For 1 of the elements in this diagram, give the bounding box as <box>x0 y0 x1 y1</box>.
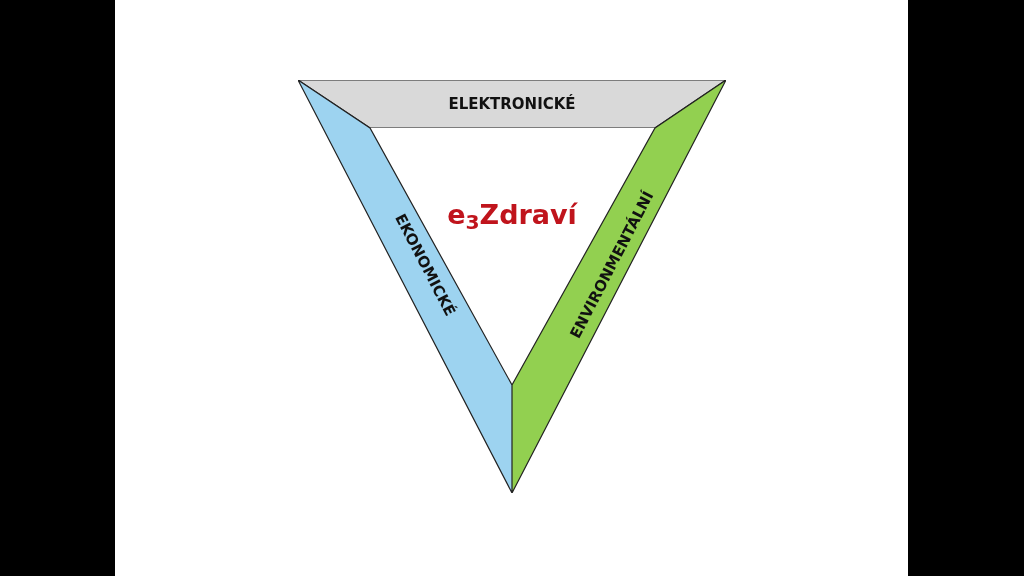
band-label: ELEKTRONICKÉ <box>448 93 576 115</box>
